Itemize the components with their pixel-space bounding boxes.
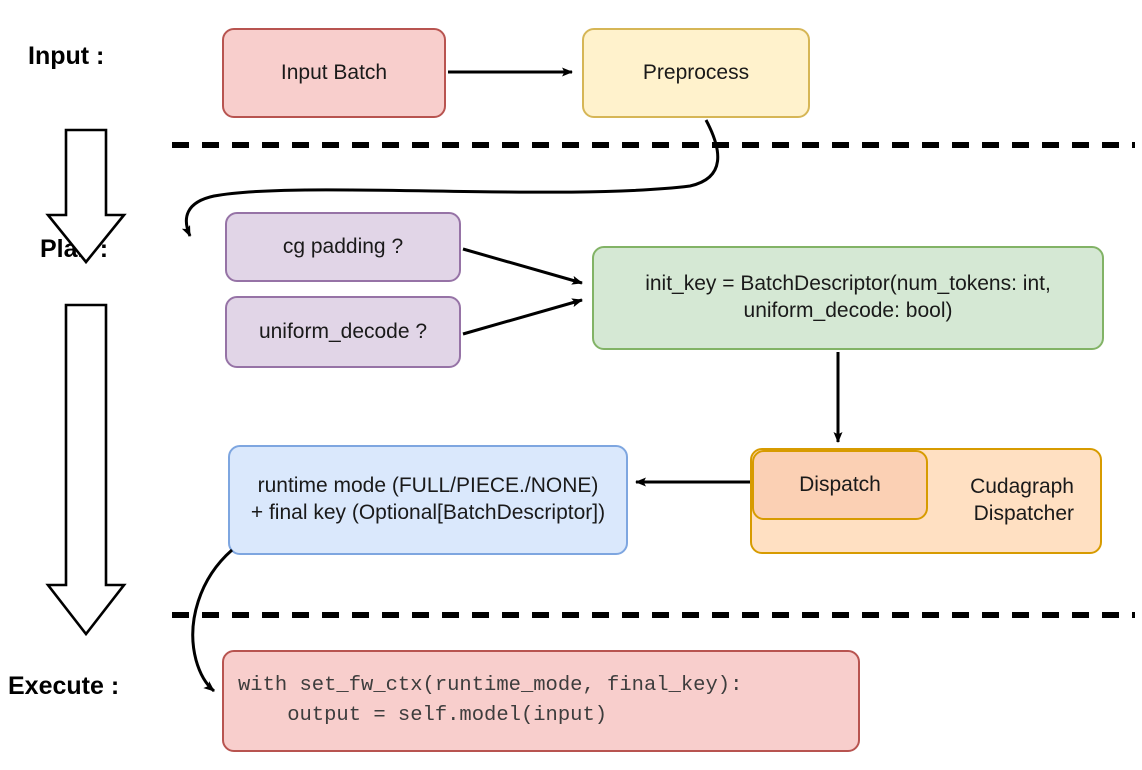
runtime-mode-final-key-node: runtime mode (FULL/PIECE./NONE) + final … bbox=[228, 445, 628, 555]
runtime-mode-line-1: runtime mode (FULL/PIECE./NONE) bbox=[257, 474, 599, 498]
stage-label-execute: Execute : bbox=[8, 672, 120, 700]
stage-label-input: Input : bbox=[28, 42, 105, 70]
init-key-batchdescriptor-node: init_key = BatchDescriptor(num_tokens: i… bbox=[592, 246, 1104, 350]
stage-label-plan: Plan : bbox=[40, 235, 109, 263]
cudagraph-dispatcher-line-2: Dispatcher bbox=[973, 502, 1074, 525]
cg-padding-node: cg padding ? bbox=[225, 212, 461, 282]
stage-flow-arrow-plan-to-execute bbox=[45, 303, 127, 637]
uniform-decode-node: uniform_decode ? bbox=[225, 296, 461, 368]
execute-code-node: with set_fw_ctx(runtime_mode, final_key)… bbox=[222, 650, 860, 752]
cudagraph-dispatcher-line-1: Cudagraph bbox=[970, 475, 1074, 499]
cg-padding-label: cg padding ? bbox=[282, 234, 404, 258]
arrow-cg-padding-to-init-key bbox=[462, 247, 583, 285]
preprocess-node: Preprocess bbox=[582, 28, 810, 118]
init-key-line-2: uniform_decode: bool) bbox=[743, 299, 953, 322]
runtime-mode-line-2: + final key (Optional[BatchDescriptor]) bbox=[250, 501, 606, 524]
dispatch-label: Dispatch bbox=[799, 472, 881, 496]
preprocess-label: Preprocess bbox=[642, 60, 750, 84]
arrow-uniform-decode-to-init-key bbox=[462, 298, 583, 336]
execute-code-line-1: with set_fw_ctx(runtime_mode, final_key)… bbox=[238, 674, 743, 698]
execute-code-line-2: output = self.model(input) bbox=[238, 704, 608, 727]
init-key-line-1: init_key = BatchDescriptor(num_tokens: i… bbox=[645, 272, 1051, 296]
input-batch-label: Input Batch bbox=[280, 60, 388, 84]
dispatch-node: Dispatch bbox=[752, 450, 928, 520]
uniform-decode-label: uniform_decode ? bbox=[258, 319, 428, 343]
input-batch-node: Input Batch bbox=[222, 28, 446, 118]
